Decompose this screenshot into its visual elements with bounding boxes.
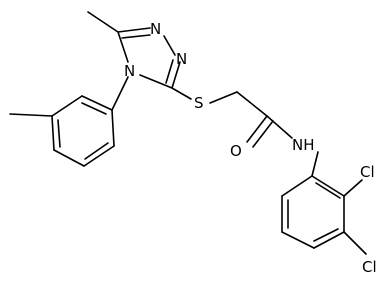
bond-tolyl-5-inner [84,142,109,160]
bond-c5-n1 [117,27,151,33]
bond-c3-n4 [139,74,173,89]
bond-c3-s [171,87,192,100]
bond-co-nh [266,115,293,139]
atom-s-label: S [194,94,204,112]
bond-tolyl-3 [51,115,55,151]
atom-n2-label: N [176,50,187,68]
bond-dcp-3 [313,231,345,249]
bond-n2-c3-double [165,59,174,84]
bond-tolyl-methyl [9,113,53,117]
bond-nh-aryl [311,151,319,177]
atom-nh-label: NH [292,136,315,154]
atom-cl-para-label: Cl [362,258,377,276]
bond-dcp-3-inner [313,228,339,242]
bond-c5-n4 [117,31,129,63]
bond-n1-n2 [163,35,176,56]
bond-co-double-b [252,120,274,148]
atom-n1-label: N [150,20,161,38]
bond-n2-c3 [171,61,181,89]
atom-n4-label: N [124,62,135,80]
bond-ch2-co [236,91,268,117]
bond-tolyl-5 [83,145,115,167]
bond-c5-n1-double [121,34,151,39]
bond-dcp-6 [281,175,313,197]
bond-dcp-1 [311,175,345,197]
bond-dcp-4 [281,231,315,249]
bond-methyl-triazole [87,11,119,33]
atom-labels: N N N S O NH Cl Cl [124,20,377,276]
bond-s-ch2 [209,91,238,104]
bond-tolyl-2 [51,95,83,117]
bond-tolyl-6 [111,109,115,147]
atom-o-label: O [230,142,242,160]
bonds [9,11,367,255]
atom-cl-ortho-label: Cl [360,163,375,181]
bond-dcp-1-inner [315,182,341,199]
bond-tolyl-1 [81,95,113,111]
bond-tolyl-4 [53,149,85,167]
bond-tolyl-1-inner [81,102,107,115]
bond-co-double-a [246,115,268,143]
bond-n4-aryl [111,76,129,111]
bond-c-cl-ortho [343,179,363,197]
bond-tolyl-3-inner [57,119,61,148]
bond-c-cl-para [343,231,367,255]
